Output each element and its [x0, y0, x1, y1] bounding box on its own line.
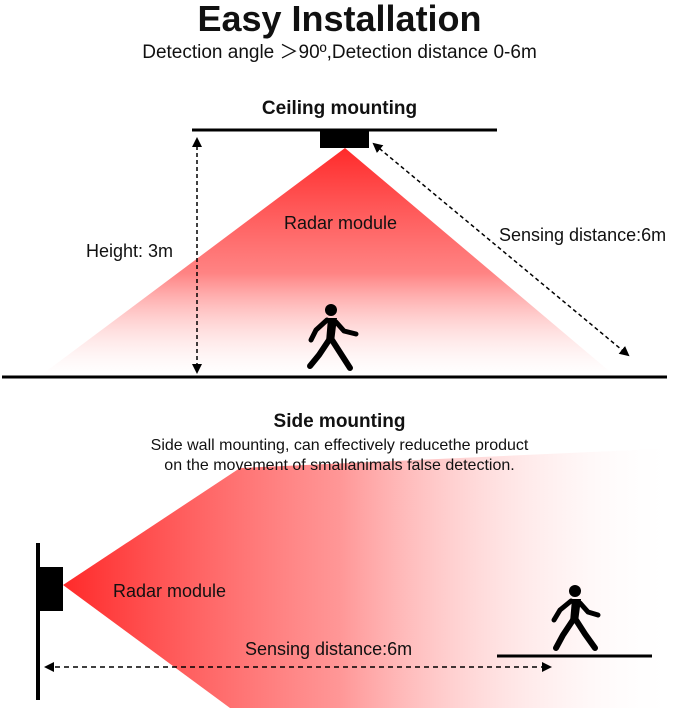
ceiling-section-title: Ceiling mounting	[261, 98, 418, 119]
side-description-line2: on the movement of smallanimals false de…	[164, 457, 515, 474]
walking-person-icon	[307, 304, 359, 371]
page-subtitle: Detection angle ＞90º,Detection distance …	[142, 42, 537, 63]
side-description-line1: Side wall mounting, can effectively redu…	[150, 437, 529, 454]
side-module-label: Radar module	[113, 581, 227, 601]
height-label: Height: 3m	[86, 241, 174, 261]
side-distance-label: Sensing distance:6m	[245, 639, 413, 659]
walking-person-icon	[551, 585, 601, 651]
sensing-distance-arrow-ceiling	[372, 142, 630, 357]
page-title: Easy Installation	[197, 0, 482, 39]
side-section-title: Side mounting	[273, 411, 406, 432]
ceiling-module-label: Radar module	[284, 213, 398, 233]
ceiling-distance-label: Sensing distance:6m	[499, 225, 667, 245]
side-detection-beam	[63, 448, 679, 708]
ceiling-radar-module	[320, 130, 369, 148]
side-radar-module	[40, 567, 63, 611]
